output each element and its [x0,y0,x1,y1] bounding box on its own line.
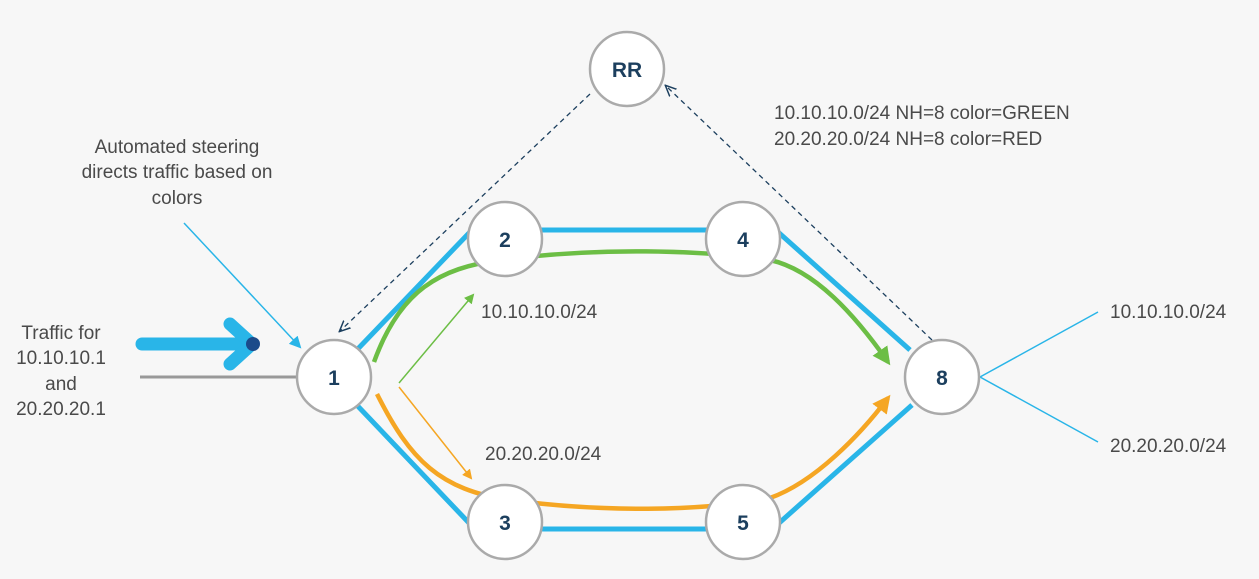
traffic-line-2: 10.10.10.1 [16,348,106,369]
node-1: 1 [295,338,373,416]
orange-path [374,392,891,512]
green-prefix-arrow [398,293,475,384]
traffic-line-1: Traffic for [21,323,101,344]
link-5-8 [776,403,914,526]
node-8-label: 8 [936,367,948,390]
traffic-annotation: Traffic for 10.10.10.1 and 20.20.20.1 [16,323,106,420]
node-3: 3 [466,483,544,561]
network-links [350,227,914,532]
link-1-3 [350,398,472,526]
node-8: 8 [903,338,981,416]
node-3-label: 3 [499,512,511,535]
steering-pointer [183,222,302,349]
node-5: 5 [704,483,782,561]
node-2: 2 [466,200,544,278]
traffic-arrow-icon [135,317,260,371]
node-rr: RR [588,30,666,108]
orange-prefix-arrow [398,386,473,480]
bgp-update-8-to-rr [666,86,933,341]
dest-line-bottom [979,376,1099,443]
bgp-advertisement: 10.10.10.0/24 NH=8 color=GREEN 20.20.20.… [774,103,1070,150]
steering-line-1: Automated steering [95,137,260,158]
orange-prefix-label: 20.20.20.0/24 [485,444,602,465]
node-5-label: 5 [737,512,749,535]
dest-line-top [979,311,1099,378]
traffic-line-4: 20.20.20.1 [16,399,106,420]
bgp-line-1: 10.10.10.0/24 NH=8 color=GREEN [774,103,1070,124]
steering-line-3: colors [152,188,203,209]
green-prefix-label: 10.10.10.0/24 [481,302,598,323]
node-4: 4 [704,200,782,278]
green-path [371,249,891,366]
dest-prefix-bottom-label: 20.20.20.0/24 [1110,436,1227,457]
node-1-label: 1 [328,367,340,390]
bgp-line-2: 20.20.20.0/24 NH=8 color=RED [774,129,1042,150]
node-rr-label: RR [612,59,642,82]
dest-prefix-top-label: 10.10.10.0/24 [1110,302,1227,323]
steering-line-2: directs traffic based on [82,162,273,183]
link-4-8 [776,230,912,352]
node-4-label: 4 [737,229,749,252]
link-1-2 [350,230,472,357]
bgp-update-rr-to-1 [340,93,591,331]
steering-annotation: Automated steering directs traffic based… [82,137,273,209]
traffic-line-3: and [45,374,77,395]
node-2-label: 2 [499,229,511,252]
